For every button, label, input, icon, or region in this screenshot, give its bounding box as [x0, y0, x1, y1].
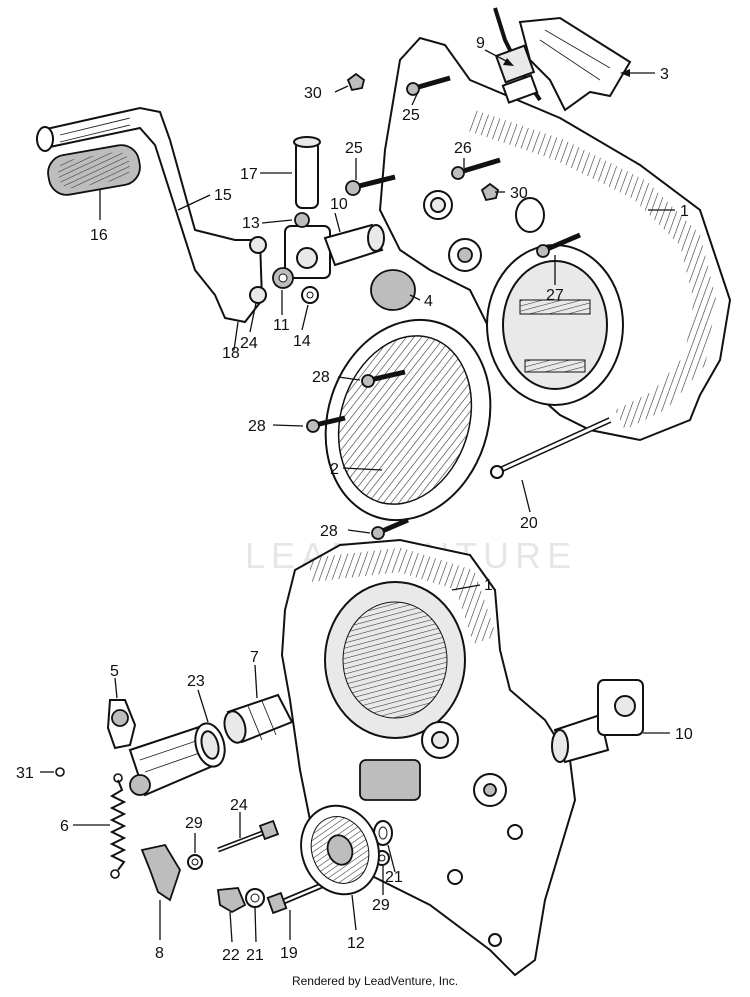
callout-21-left: 21 — [246, 947, 264, 964]
callout-10-lower: 10 — [675, 726, 693, 743]
callout-28-upper: 28 — [312, 369, 330, 386]
callout-25-upper: 25 — [402, 107, 420, 124]
spring-6 — [109, 773, 127, 879]
callout-31: 31 — [16, 765, 34, 782]
callout-1-upper: 1 — [680, 203, 689, 220]
callout-10-upper: 10 — [330, 196, 348, 213]
callout-16: 16 — [90, 227, 108, 244]
callout-1-lower: 1 — [484, 577, 493, 594]
callout-11: 11 — [273, 317, 290, 334]
washer-29-left — [187, 854, 203, 870]
callout-18: 18 — [222, 345, 240, 362]
crankcase-cover-upper — [378, 36, 732, 442]
screw-28-b — [306, 415, 346, 433]
bolt-27 — [536, 232, 581, 258]
bushing-7 — [223, 693, 294, 744]
callout-3: 3 — [660, 66, 669, 83]
callout-6: 6 — [60, 818, 69, 835]
callout-28-lower: 28 — [320, 523, 338, 540]
kick-pin — [293, 136, 321, 209]
callout-28-middle: 28 — [248, 418, 266, 435]
screw-28-a — [361, 369, 406, 388]
nut-13 — [294, 212, 310, 228]
callout-30-lower: 30 — [510, 185, 528, 202]
callout-13: 13 — [242, 215, 260, 232]
pawl-8 — [140, 843, 181, 902]
callout-7: 7 — [250, 649, 259, 666]
callout-29-left: 29 — [185, 815, 203, 832]
cable-bracket — [518, 16, 632, 112]
screw-28-c — [371, 517, 409, 540]
callout-24-lower: 24 — [230, 797, 248, 814]
callout-19: 19 — [280, 945, 298, 962]
callout-9: 9 — [476, 35, 485, 52]
bolt-25-lower — [345, 174, 396, 196]
lockplate-22 — [216, 887, 247, 914]
callout-2: 2 — [330, 461, 339, 478]
callout-29-right: 29 — [372, 897, 390, 914]
clip-31 — [55, 767, 65, 777]
callout-22: 22 — [222, 947, 240, 964]
footer-credit: Rendered by LeadVenture, Inc. — [291, 974, 459, 988]
callout-27: 27 — [546, 287, 564, 304]
nut-11 — [272, 267, 294, 289]
callout-labels: 1 1 2 3 4 5 6 7 8 9 10 10 11 12 13 14 15… — [16, 35, 693, 964]
callout-4: 4 — [424, 293, 433, 310]
kick-shaft-lower — [551, 679, 644, 764]
bolt-24-lower — [217, 819, 280, 853]
callout-25-lower: 25 — [345, 140, 363, 157]
nut-30-lower — [480, 182, 500, 202]
bolt-25-upper — [406, 75, 451, 96]
callout-21-right: 21 — [385, 869, 403, 886]
callout-15: 15 — [214, 187, 232, 204]
callout-12: 12 — [347, 935, 365, 952]
callout-5: 5 — [110, 663, 119, 680]
kick-rubber — [47, 144, 141, 196]
callout-14: 14 — [293, 333, 311, 350]
gear-12 — [300, 804, 380, 896]
leader-lines — [40, 49, 675, 943]
plug — [370, 269, 416, 311]
seal-23 — [194, 722, 226, 768]
nut-30-upper — [346, 72, 366, 92]
callout-17: 17 — [240, 166, 258, 183]
washer-21-right — [373, 820, 393, 846]
callout-8: 8 — [155, 945, 164, 962]
callout-30-upper: 30 — [304, 85, 322, 102]
washer-21-left — [245, 888, 265, 908]
callout-20: 20 — [520, 515, 538, 532]
shift-arm — [106, 699, 137, 750]
kick-shaft-upper — [284, 223, 385, 279]
callout-26: 26 — [454, 140, 472, 157]
bolt-26 — [451, 157, 501, 180]
washer-14 — [301, 286, 319, 304]
callout-24-upper: 24 — [240, 335, 258, 352]
crankcase-lower — [280, 538, 577, 977]
clutch-cable — [493, 7, 542, 104]
callout-23: 23 — [187, 673, 205, 690]
kick-lever — [36, 106, 267, 324]
long-bolt — [490, 417, 612, 479]
